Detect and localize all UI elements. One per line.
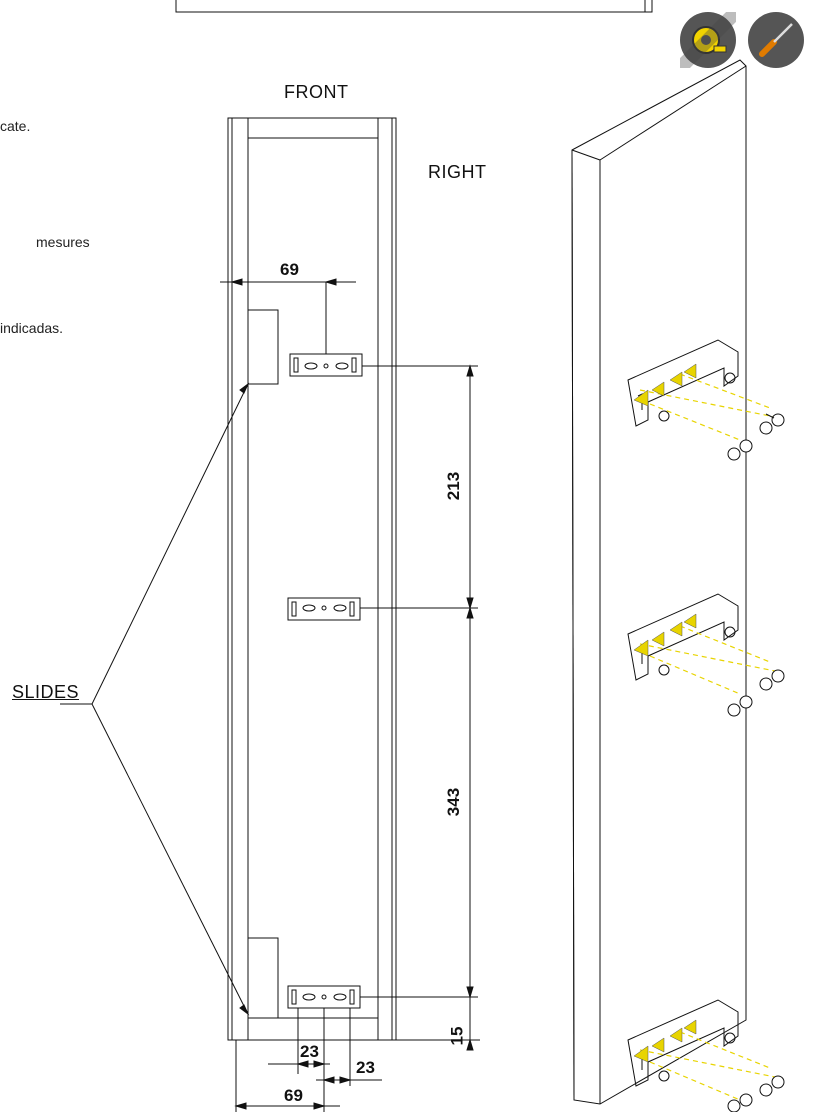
yellow-arrows [633,363,697,1063]
front-view-label: FRONT [284,82,349,102]
dim-upper-spacing: 213 [444,471,464,501]
right-panel [571,59,747,1105]
dim-slot-left: 23 [300,1042,319,1061]
bracket-bottom [287,985,361,1009]
dim-top-offset: 69 [280,260,299,279]
side-note-line2: mesures [36,234,90,250]
panel-bracket-top [627,339,739,427]
tape-measure-icon [675,7,741,73]
dim-bottom-offset: 15 [447,1026,467,1046]
dim-slot-right: 23 [356,1058,375,1077]
dim-lower-spacing: 343 [444,787,464,817]
side-note-line3: indicadas. [0,320,64,336]
panel-bracket-bottom [627,999,739,1087]
dimension-lines [220,274,480,1112]
front-view-cabinet [227,117,397,1041]
screws [727,413,785,1112]
dim-bottom-width: 69 [284,1086,303,1105]
slides-label: SLIDES [12,682,80,702]
top-box [175,0,646,13]
panel-bracket-middle [627,593,739,681]
bracket-top [289,353,363,377]
side-note-line1: cate. [0,118,31,134]
slides-leaders [60,382,250,1016]
screw-guides [639,373,781,1101]
bracket-middle [287,597,361,621]
right-view-label: RIGHT [428,162,487,182]
screwdriver-icon [748,12,804,68]
